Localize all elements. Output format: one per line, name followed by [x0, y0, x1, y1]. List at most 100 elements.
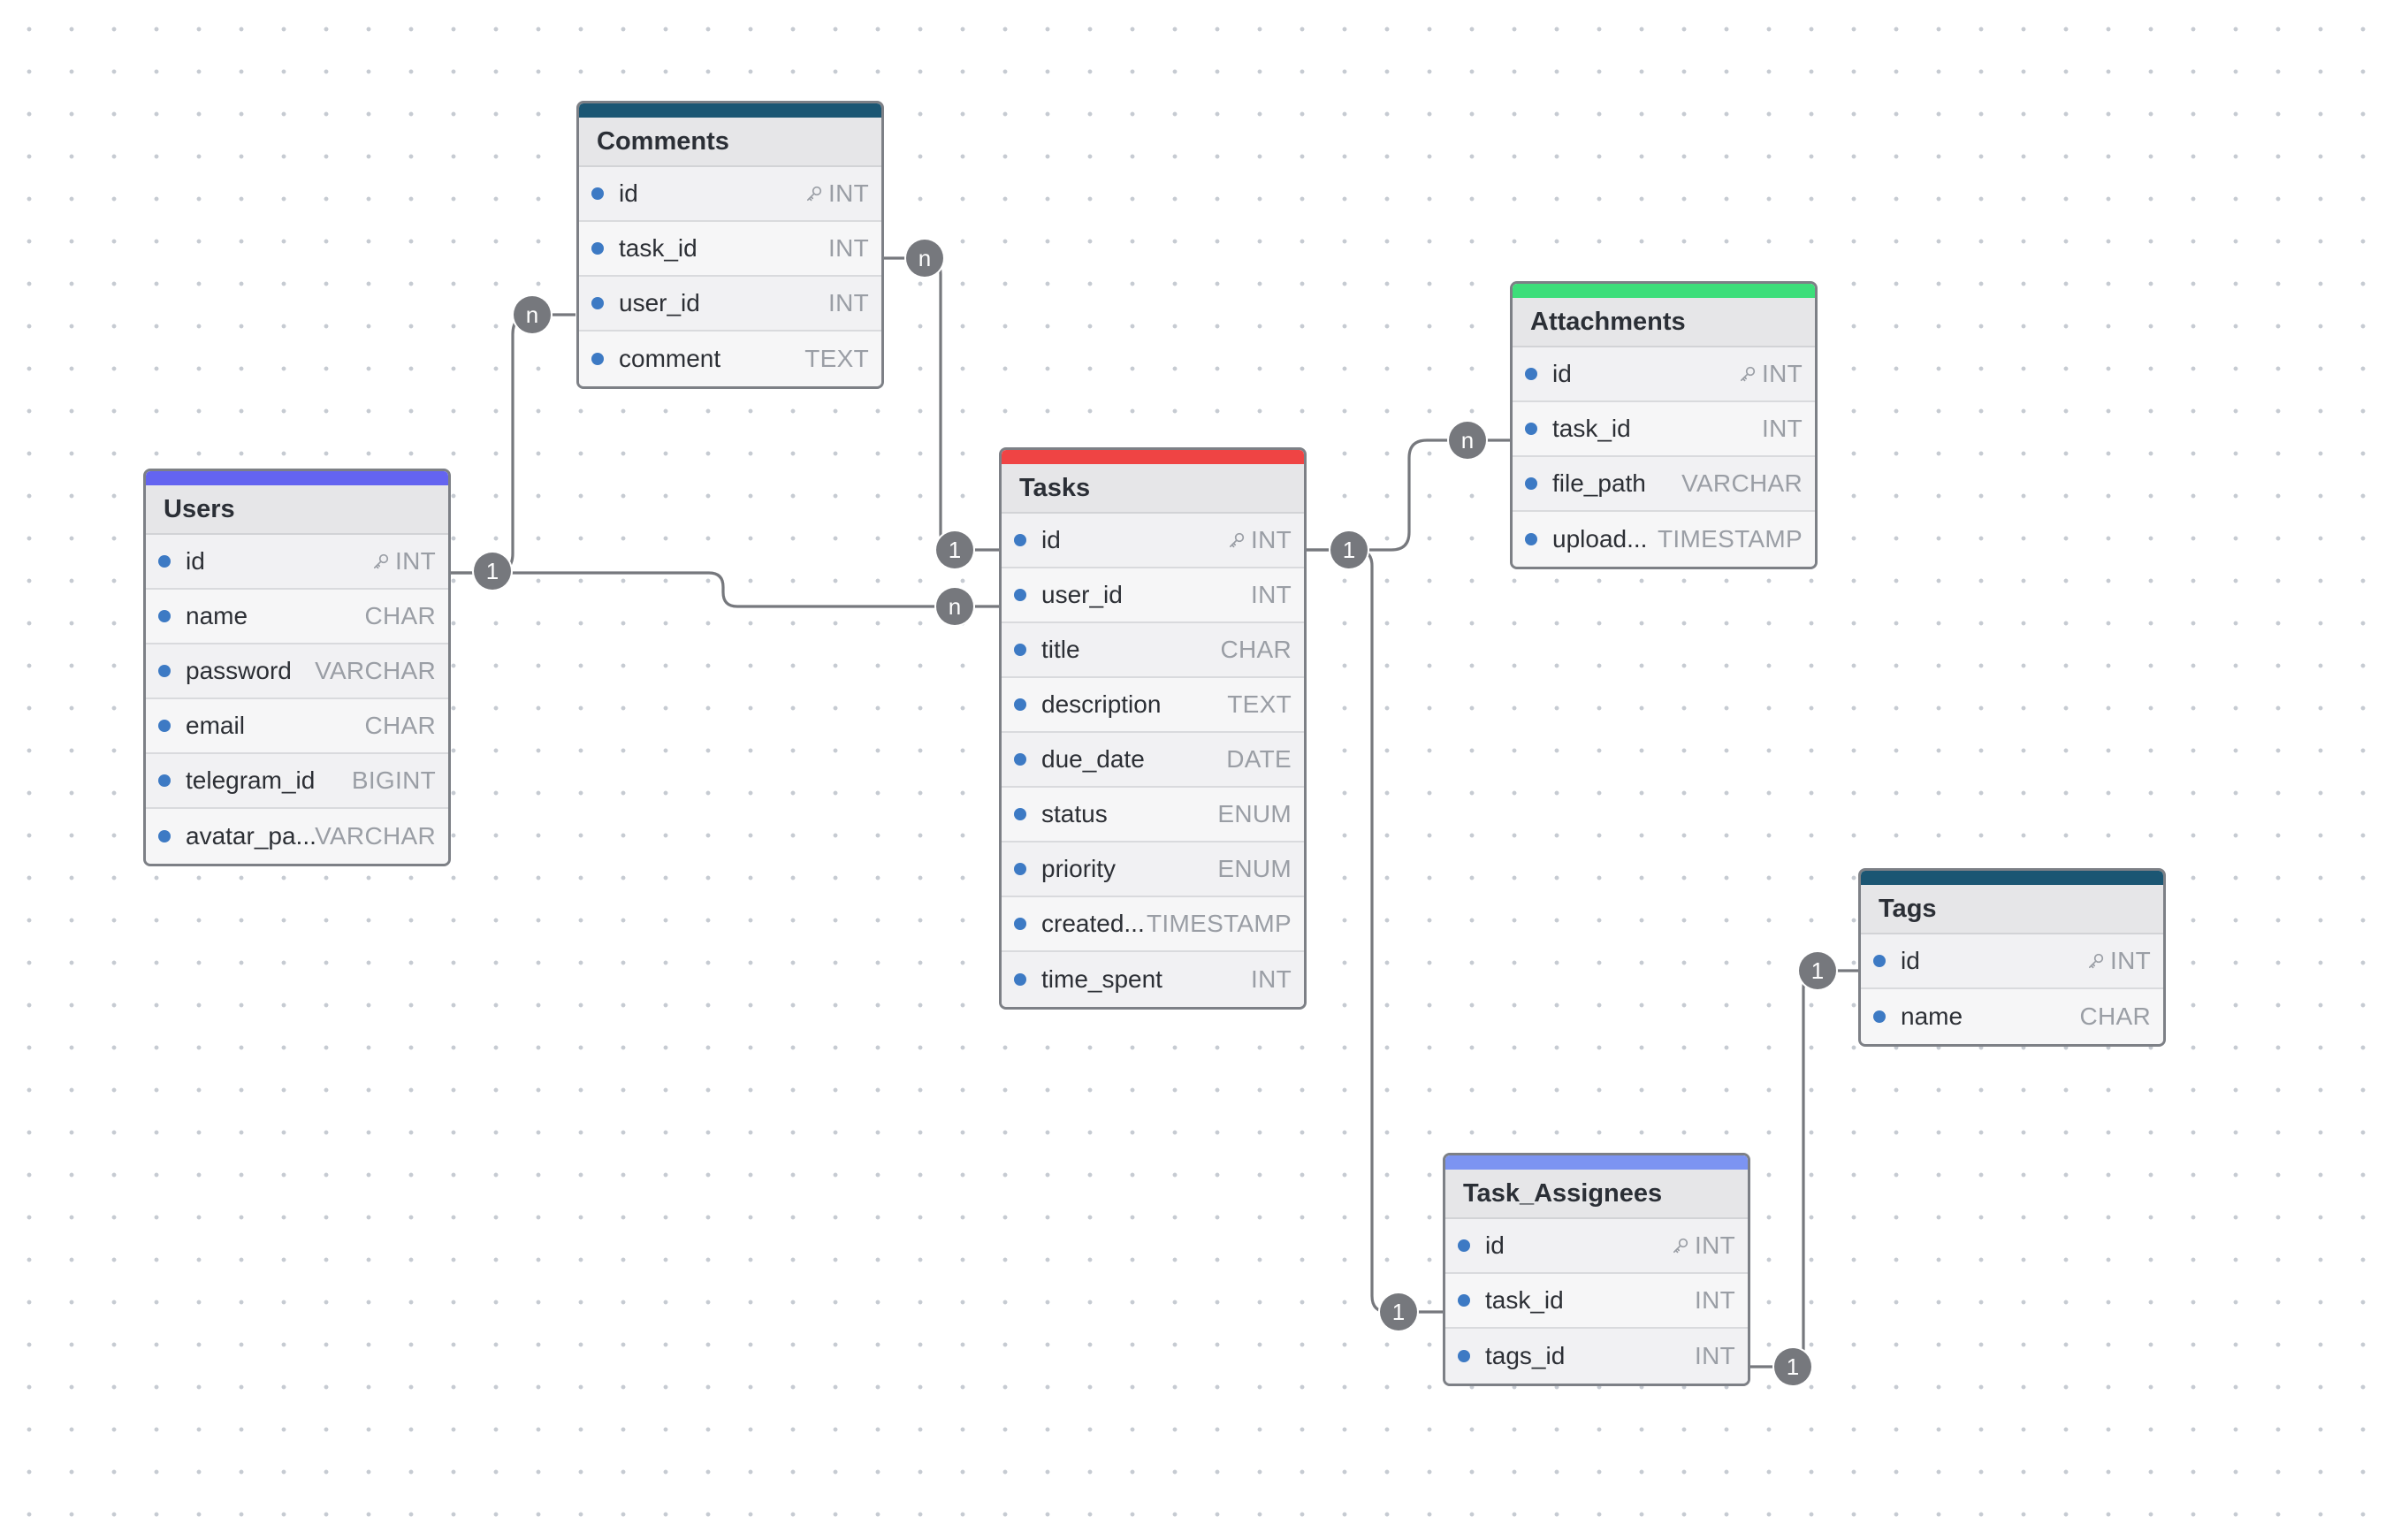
field-type: TIMESTAMP	[1658, 525, 1803, 553]
field-row-telegram-id[interactable]: telegram_id BIGINT	[146, 754, 448, 809]
field-dot-icon	[1014, 863, 1026, 875]
field-name: due_date	[1041, 745, 1145, 773]
field-name: id	[1485, 1231, 1505, 1259]
field-dot-icon	[1014, 753, 1026, 766]
field-type: CHAR	[1220, 636, 1292, 663]
field-name: user_id	[619, 289, 700, 316]
field-dot-icon	[591, 242, 604, 255]
field-name: id	[1901, 947, 1920, 974]
primary-key-icon	[1739, 365, 1757, 383]
field-row-avatar-pa[interactable]: avatar_pa...VARCHAR	[146, 809, 448, 864]
field-dot-icon	[1458, 1350, 1470, 1362]
primary-key-icon	[372, 553, 390, 570]
cardinality-badge-tasks-user-id: n	[936, 588, 973, 625]
field-type: INT	[1250, 581, 1292, 608]
field-row-id[interactable]: id INT	[1861, 934, 2163, 989]
table-title: Task_Assignees	[1463, 1178, 1663, 1208]
connector-tags-task-assignees	[1747, 969, 1860, 1368]
field-type: INT	[1761, 360, 1803, 387]
field-row-id[interactable]: id INT	[1513, 347, 1815, 402]
table-title: Attachments	[1530, 307, 1686, 336]
field-dot-icon	[158, 720, 171, 732]
field-dot-icon	[1525, 477, 1537, 490]
field-type: INT	[1694, 1286, 1735, 1314]
field-name: task_id	[1552, 415, 1631, 442]
field-type: VARCHAR	[1681, 469, 1803, 497]
field-row-created[interactable]: created...TIMESTAMP	[1002, 897, 1304, 952]
field-row-due-date[interactable]: due_date DATE	[1002, 733, 1304, 788]
field-type: INT	[2109, 947, 2151, 974]
field-name: status	[1041, 800, 1108, 827]
field-row-task-id[interactable]: task_id INT	[1445, 1274, 1748, 1329]
field-name: name	[1901, 1003, 1963, 1030]
field-row-upload[interactable]: upload... TIMESTAMP	[1513, 512, 1815, 567]
table-header[interactable]: Tasks	[1002, 450, 1304, 514]
field-name: created...	[1041, 910, 1145, 937]
field-dot-icon	[1014, 918, 1026, 930]
cardinality-badge-tasks-id-right: 1	[1330, 531, 1368, 568]
cardinality-badge-tags-id: 1	[1799, 952, 1836, 989]
field-name: telegram_id	[186, 766, 316, 794]
field-dot-icon	[1525, 423, 1537, 435]
table-header[interactable]: Task_Assignees	[1445, 1155, 1748, 1219]
table-header[interactable]: Comments	[579, 103, 881, 167]
table-title: Tasks	[1019, 473, 1091, 502]
table-title: Users	[164, 494, 235, 523]
field-name: upload...	[1552, 525, 1648, 553]
field-type: VARCHAR	[315, 822, 436, 850]
cardinality-badge-tasks-id-left: 1	[936, 531, 973, 568]
connector-tasks-comments	[883, 256, 1001, 552]
cardinality-badge-users-id: 1	[474, 553, 511, 590]
field-name: tags_id	[1485, 1342, 1566, 1369]
field-dot-icon	[1525, 533, 1537, 545]
field-type: BIGINT	[351, 766, 436, 794]
field-type: DATE	[1226, 745, 1292, 773]
field-row-user-id[interactable]: user_id INT	[1002, 568, 1304, 623]
field-name: task_id	[1485, 1286, 1564, 1314]
field-name: comment	[619, 345, 721, 372]
table-header[interactable]: Tags	[1861, 871, 2163, 934]
primary-key-icon	[1228, 531, 1246, 549]
primary-key-icon	[1672, 1237, 1689, 1254]
field-dot-icon	[1525, 368, 1537, 380]
primary-key-icon	[805, 185, 823, 202]
field-dot-icon	[1014, 534, 1026, 546]
field-type: CHAR	[364, 712, 436, 739]
field-name: id	[1552, 360, 1572, 387]
table-header[interactable]: Attachments	[1513, 284, 1815, 347]
field-name: user_id	[1041, 581, 1123, 608]
connector-tasks-attachments	[1305, 438, 1512, 552]
field-type: TEXT	[1227, 690, 1292, 718]
table-header[interactable]: Users	[146, 471, 448, 535]
cardinality-badge-task-assignees-tags-id: 1	[1774, 1348, 1811, 1385]
table-title: Comments	[597, 126, 729, 156]
field-dot-icon	[591, 297, 604, 309]
